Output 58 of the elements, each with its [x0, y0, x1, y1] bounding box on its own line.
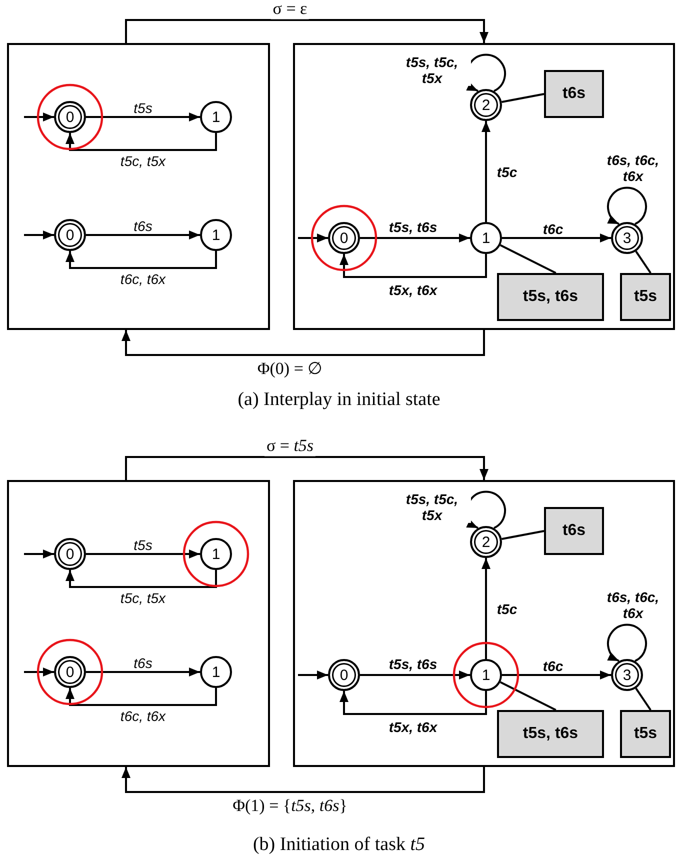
state-circle: 1 [200, 656, 232, 688]
state-circle: 2 [470, 89, 502, 121]
state-circle: 0 [54, 656, 86, 688]
association-line [635, 250, 652, 274]
state-circle: 1 [470, 659, 502, 691]
state-circle: 1 [200, 219, 232, 251]
state-circle: 1 [200, 101, 232, 133]
transition-arrow [86, 668, 200, 676]
start-arrow [24, 112, 54, 122]
start-arrow [298, 234, 328, 242]
transition-arrow [482, 558, 490, 659]
action-box: t5s [620, 273, 671, 321]
state-circle: 0 [54, 219, 86, 251]
figure-caption: (a) Interplay in initial state [236, 389, 442, 411]
transition-arrow [360, 234, 470, 242]
state-circle: 0 [328, 222, 360, 254]
state-circle: 3 [611, 659, 643, 691]
start-arrow [24, 230, 54, 240]
transition-arrow [340, 691, 487, 715]
state-circle: 2 [470, 526, 502, 558]
transition-arrow [66, 570, 217, 588]
transition-arrow [122, 767, 485, 793]
transition-arrow [360, 670, 470, 680]
transition-arrow [502, 234, 611, 242]
association-line [500, 681, 556, 711]
action-box: t6s [544, 507, 604, 555]
self-loop-arrow [607, 624, 647, 662]
association-line [502, 530, 544, 540]
action-box: t5s, t6s [497, 273, 604, 321]
state-circle: 0 [54, 101, 86, 133]
transition-arrow [66, 133, 217, 151]
state-circle: 0 [328, 659, 360, 691]
transition-arrow [86, 112, 200, 122]
transition-arrow [66, 251, 217, 269]
action-box: t5s [620, 710, 671, 758]
association-line [635, 688, 652, 711]
transition-arrow [66, 688, 217, 706]
start-arrow [24, 668, 54, 676]
transition-arrow [86, 230, 200, 240]
transition-arrow [125, 456, 488, 480]
action-box: t6s [544, 70, 604, 118]
association-line [500, 244, 556, 274]
transition-arrow [122, 330, 485, 356]
state-circle: 0 [54, 538, 86, 570]
self-loop-arrow [607, 186, 647, 225]
transition-arrow [125, 19, 488, 43]
transition-arrow [482, 121, 490, 222]
state-circle: 3 [611, 222, 643, 254]
figure-caption: (b) Initiation of task t5 [252, 834, 426, 856]
action-box: t5s, t6s [497, 710, 604, 758]
start-arrow [24, 550, 54, 558]
state-circle: 1 [470, 222, 502, 254]
state-circle: 1 [200, 538, 232, 570]
start-arrow [298, 670, 328, 680]
association-line [502, 93, 544, 103]
transition-arrow [340, 254, 487, 278]
transition-arrow [502, 670, 611, 680]
transition-arrow [86, 550, 200, 558]
